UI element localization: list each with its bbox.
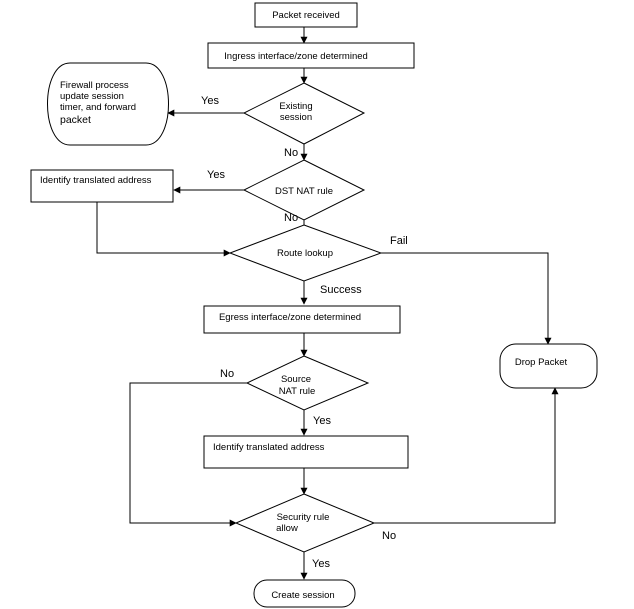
node-identify-translated-1: Identify translated address bbox=[30, 169, 174, 203]
node-source-nat: Source NAT rule bbox=[245, 355, 370, 411]
node-firewall-process: Firewall process update session timer, a… bbox=[47, 62, 169, 146]
node-packet-received: Packet received bbox=[254, 2, 358, 28]
node-existing-session-label-2: session bbox=[280, 112, 312, 123]
edge-identify1-to-route bbox=[96, 202, 231, 257]
node-route-lookup-label: Route lookup bbox=[277, 248, 333, 259]
node-existing-session: Existing session bbox=[242, 82, 366, 145]
label-dst-yes: Yes bbox=[207, 169, 225, 181]
node-security-rule-label-2: allow bbox=[276, 523, 298, 534]
edge-labels: Yes No Yes No Fail Success No Yes No Yes bbox=[201, 95, 408, 570]
label-route-fail: Fail bbox=[390, 235, 408, 247]
label-existing-no: No bbox=[284, 147, 298, 159]
node-egress: Egress interface/zone determined bbox=[203, 305, 401, 334]
node-firewall-process-label-2: update session bbox=[60, 91, 124, 102]
node-ingress-label: Ingress interface/zone determined bbox=[224, 51, 368, 62]
node-ingress: Ingress interface/zone determined bbox=[207, 42, 415, 69]
edges bbox=[96, 27, 559, 580]
node-dst-nat: DST NAT rule bbox=[242, 159, 366, 221]
node-security-rule-label-1: Security rule bbox=[277, 512, 330, 523]
edge-route-fail bbox=[381, 252, 552, 345]
node-identify-translated-2: Identify translated address bbox=[203, 435, 409, 469]
node-create-session: Create session bbox=[253, 579, 356, 608]
label-security-yes: Yes bbox=[312, 558, 330, 570]
node-identify-translated-2-label: Identify translated address bbox=[213, 442, 325, 453]
node-packet-received-label: Packet received bbox=[272, 10, 340, 21]
node-identify-translated-1-label: Identify translated address bbox=[40, 175, 152, 186]
node-create-session-label: Create session bbox=[271, 590, 334, 601]
node-source-nat-label-2: NAT rule bbox=[279, 386, 316, 397]
node-existing-session-label-1: Existing bbox=[279, 101, 312, 112]
label-source-yes: Yes bbox=[313, 415, 331, 427]
node-egress-label: Egress interface/zone determined bbox=[219, 312, 361, 323]
label-source-no: No bbox=[220, 368, 234, 380]
label-dst-no: No bbox=[284, 212, 298, 224]
node-drop-packet-label: Drop Packet bbox=[515, 357, 568, 368]
edge-source-no bbox=[129, 382, 247, 527]
node-firewall-process-label-4: packet bbox=[60, 114, 91, 126]
node-firewall-process-label-3: timer, and forward bbox=[60, 102, 136, 113]
label-existing-yes: Yes bbox=[201, 95, 219, 107]
label-route-success: Success bbox=[320, 284, 362, 296]
node-firewall-process-label-1: Firewall process bbox=[60, 80, 129, 91]
node-dst-nat-label: DST NAT rule bbox=[275, 186, 333, 197]
label-security-no: No bbox=[382, 530, 396, 542]
node-source-nat-label-1: Source bbox=[281, 374, 311, 385]
node-route-lookup: Route lookup bbox=[228, 224, 383, 282]
node-drop-packet: Drop Packet bbox=[499, 343, 598, 389]
node-security-rule: Security rule allow bbox=[234, 493, 376, 553]
edge-security-no bbox=[374, 387, 559, 524]
